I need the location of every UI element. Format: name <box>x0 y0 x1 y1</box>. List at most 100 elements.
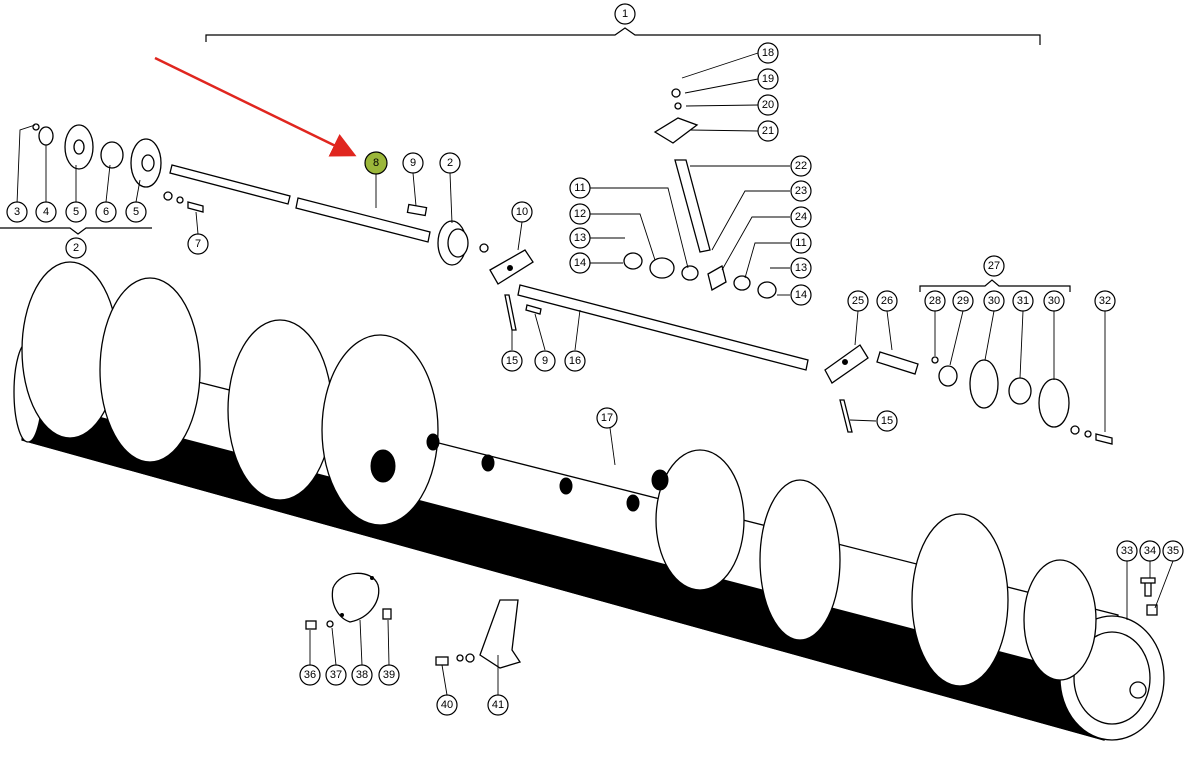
fastener-34-35 <box>1140 577 1158 616</box>
callout-label: 29 <box>957 295 969 307</box>
callout-15: 15 <box>501 350 523 372</box>
callout-label: 9 <box>410 157 416 169</box>
callout-16: 16 <box>564 350 586 372</box>
callout-22: 22 <box>790 155 812 177</box>
callout-13b: 13 <box>790 257 812 279</box>
callout-29: 29 <box>952 290 974 312</box>
callout-14b: 14 <box>790 284 812 306</box>
callout-label: 27 <box>988 260 1000 272</box>
callout-label: 11 <box>574 182 585 194</box>
callout-39: 39 <box>378 664 400 686</box>
callout-9b: 9 <box>534 350 556 372</box>
callout-label: 30 <box>988 295 1000 307</box>
callout-label: 19 <box>762 73 774 85</box>
callout-19: 19 <box>757 68 779 90</box>
tube-26 <box>876 351 919 375</box>
callout-30: 30 <box>983 290 1005 312</box>
callout-label: 14 <box>795 289 807 301</box>
cover-plate-38 <box>305 572 392 630</box>
callout-label: 35 <box>1167 545 1179 557</box>
callout-label: 32 <box>1099 295 1111 307</box>
left-end-parts <box>32 123 204 213</box>
bearing-block-25 <box>824 344 869 433</box>
bearing-block-10 <box>489 249 534 331</box>
callout-label: 30 <box>1048 295 1060 307</box>
callout-17: 17 <box>596 407 618 429</box>
assembly-bracket-2 <box>0 227 152 235</box>
callout-label: 11 <box>795 237 806 249</box>
callout-label: 23 <box>795 185 807 197</box>
callout-label: 5 <box>133 206 139 218</box>
shaft-part-drive <box>169 164 431 243</box>
callout-9: 9 <box>402 152 424 174</box>
callout-21: 21 <box>757 120 779 142</box>
callout-label: 15 <box>881 415 893 427</box>
callout-label: 13 <box>795 262 807 274</box>
callout-label: 41 <box>492 699 504 711</box>
callout-label: 12 <box>574 208 586 220</box>
callout-10: 10 <box>511 201 533 223</box>
callout-label: 2 <box>447 157 453 169</box>
callout-3: 3 <box>6 201 28 223</box>
callout-label: 14 <box>574 257 586 269</box>
callout-12: 12 <box>569 203 591 225</box>
callout-label: 21 <box>762 125 774 137</box>
callout-24: 24 <box>790 206 812 228</box>
callout-label: 24 <box>795 211 807 223</box>
bracket-41 <box>435 599 522 669</box>
callout-label: 22 <box>795 160 807 172</box>
callout-label: 8 <box>373 157 379 169</box>
callout-label: 17 <box>601 412 613 424</box>
callout-label: 40 <box>441 699 453 711</box>
assembly-bracket-27 <box>919 279 1071 292</box>
callout-8-highlighted: 8 <box>364 151 388 175</box>
right-end-parts <box>931 356 1113 445</box>
callout-label: 28 <box>929 295 941 307</box>
auger-body-17 <box>13 261 1165 741</box>
callout-label: 26 <box>881 295 893 307</box>
callout-32: 32 <box>1094 290 1116 312</box>
callout-5: 5 <box>65 201 87 223</box>
callout-label: 4 <box>43 206 49 218</box>
callout-35: 35 <box>1162 540 1184 562</box>
callout-38: 38 <box>351 664 373 686</box>
callout-label: 36 <box>304 669 316 681</box>
cross-shaft-16 <box>517 284 809 371</box>
callout-label: 1 <box>622 8 628 20</box>
callout-label: 38 <box>356 669 368 681</box>
callout-1: 1 <box>614 3 636 25</box>
callout-40: 40 <box>436 694 458 716</box>
callout-26: 26 <box>876 290 898 312</box>
callout-label: 2 <box>73 242 79 254</box>
callout-6: 6 <box>95 201 117 223</box>
callout-2: 2 <box>65 237 87 259</box>
callout-28: 28 <box>924 290 946 312</box>
callout-37: 37 <box>325 664 347 686</box>
callout-41: 41 <box>487 694 509 716</box>
callout-33: 33 <box>1116 540 1138 562</box>
leader-lines <box>16 52 1174 696</box>
callout-2b: 2 <box>439 152 461 174</box>
callout-label: 37 <box>330 669 342 681</box>
callout-label: 7 <box>195 238 201 250</box>
callout-4: 4 <box>35 201 57 223</box>
callout-27: 27 <box>983 255 1005 277</box>
callout-13: 13 <box>569 227 591 249</box>
callout-label: 6 <box>103 206 109 218</box>
callout-label: 33 <box>1121 545 1133 557</box>
bearing-hub-2 <box>437 220 489 266</box>
callout-23: 23 <box>790 180 812 202</box>
callout-label: 25 <box>852 295 864 307</box>
pointer-arrow <box>154 56 357 157</box>
callout-label: 15 <box>506 355 518 367</box>
callout-11b: 11 <box>790 232 812 254</box>
callout-label: 31 <box>1017 295 1029 307</box>
callout-label: 9 <box>542 355 548 367</box>
callout-31: 31 <box>1012 290 1034 312</box>
callout-label: 39 <box>383 669 395 681</box>
callout-15b: 15 <box>876 410 898 432</box>
assembly-bracket-1 <box>205 27 1041 45</box>
callout-label: 10 <box>516 206 528 218</box>
callout-label: 20 <box>762 99 774 111</box>
